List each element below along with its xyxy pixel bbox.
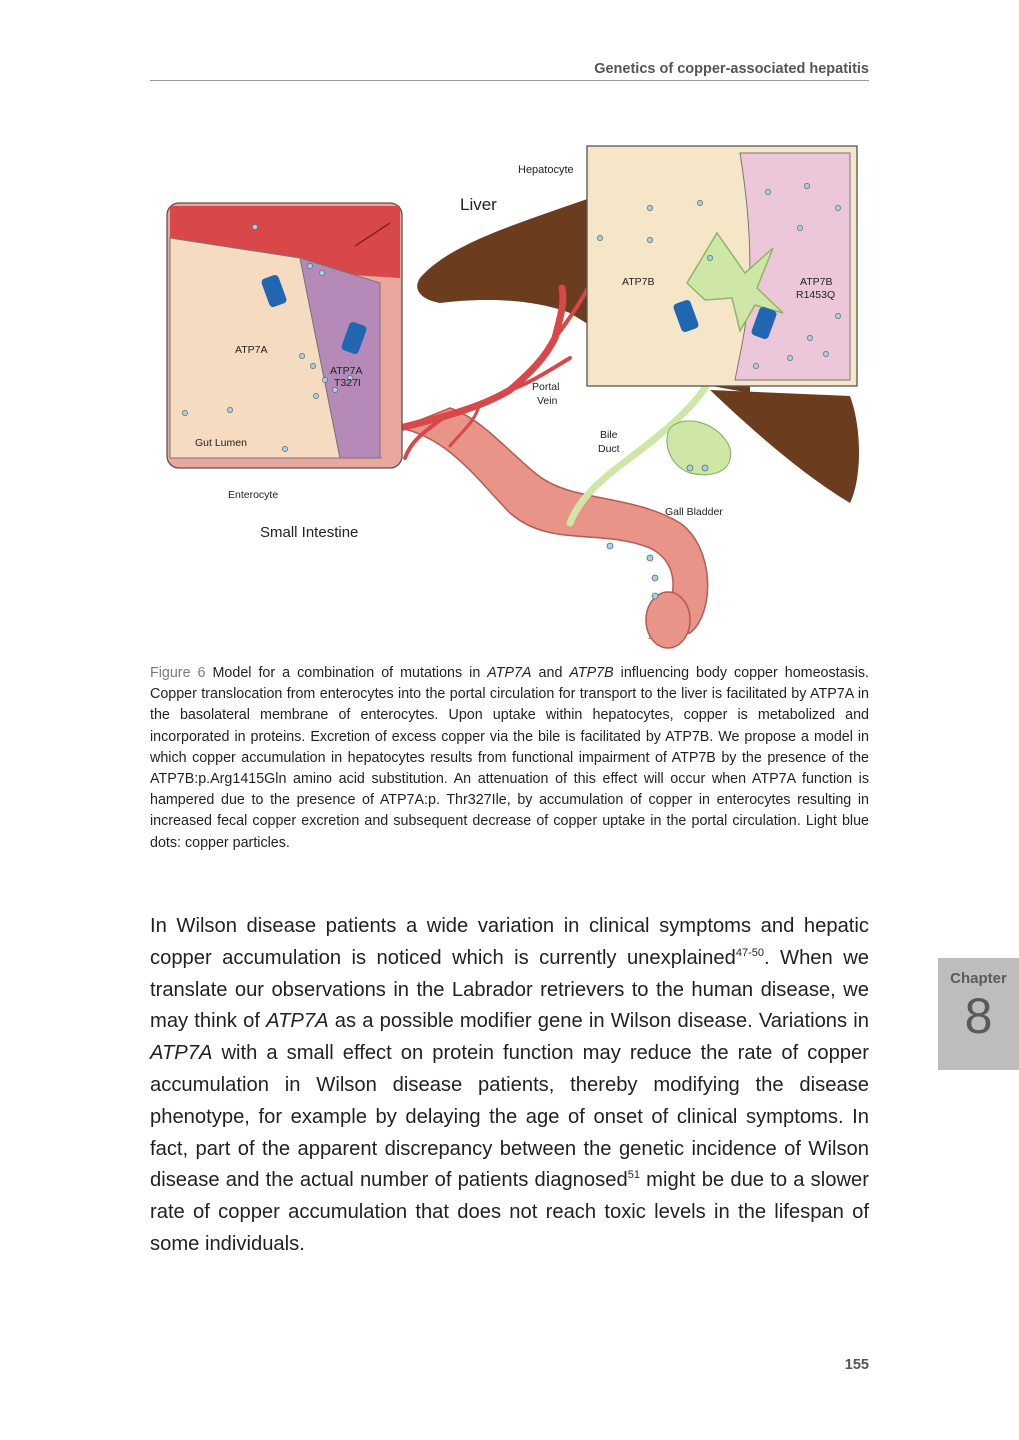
figure-caption: Figure 6 Model for a combination of muta… <box>150 663 869 854</box>
portal-vein-branch <box>448 401 482 448</box>
label-gall-bladder: Gall Bladder <box>665 506 723 518</box>
body-paragraph: In Wilson disease patients a wide variat… <box>150 911 869 1261</box>
body-text-run: with a small effect on protein function … <box>150 1042 869 1192</box>
gene-name: ATP7A <box>266 1010 329 1033</box>
portal-vein <box>396 284 567 432</box>
copper-dot <box>651 574 659 582</box>
liver-lower-lobe <box>710 390 859 503</box>
chapter-tab: Chapter 8 <box>938 958 1019 1070</box>
caption-gene: ATP7A <box>487 665 532 681</box>
portal-vein-branch <box>553 286 590 340</box>
label-hepatocyte: Hepatocyte <box>518 164 574 176</box>
label-portal: Portal <box>532 381 559 393</box>
portal-vein-branch <box>403 411 452 460</box>
label-small-intestine: Small Intestine <box>260 524 358 541</box>
caption-text: and <box>531 665 570 681</box>
body-text-run: as a possible modifier gene in Wilson di… <box>328 1010 869 1033</box>
enterocyte-inset <box>166 202 403 469</box>
caption-gene: ATP7B <box>569 665 614 681</box>
copper-dot <box>701 464 709 472</box>
copper-dot <box>606 542 614 550</box>
copper-dot <box>646 554 654 562</box>
figure-number: Figure 6 <box>150 665 206 681</box>
label-vein: Vein <box>537 395 558 407</box>
label-atp7b-right: ATP7B <box>800 276 832 288</box>
figure-6-illustration: Hepatocyte Liver ATP7B ATP7B R1453Q ATP7… <box>150 128 872 653</box>
body-text-run: might be due to a slower rate of copper … <box>150 1169 869 1255</box>
body-text-run: . When we translate our observations in … <box>150 946 869 1033</box>
portal-vein-branch <box>508 356 572 392</box>
small-intestine-shape <box>397 407 709 640</box>
body-text-run: In Wilson disease patients a wide variat… <box>150 915 869 969</box>
citation: 47-50 <box>735 946 764 959</box>
chapter-number: 8 <box>964 988 993 1044</box>
label-duct: Duct <box>598 443 620 455</box>
bile-duct <box>566 364 719 527</box>
label-t327i: T327I <box>334 377 361 389</box>
label-gut-lumen: Gut Lumen <box>195 437 247 449</box>
citation: 51 <box>627 1169 640 1182</box>
label-bile: Bile <box>600 429 618 441</box>
label-enterocyte: Enterocyte <box>228 489 278 501</box>
caption-text: influencing body copper homeostasis. Cop… <box>150 665 870 851</box>
gall-bladder <box>666 420 732 476</box>
hepatocyte-inset <box>586 145 858 387</box>
intestine-opening <box>645 591 691 649</box>
label-atp7b-left: ATP7B <box>622 276 654 288</box>
copper-dot <box>686 464 694 472</box>
caption-text: Model for a combination of mutations in <box>205 665 488 681</box>
running-header: Genetics of copper-associated hepatitis <box>150 61 869 81</box>
chapter-label: Chapter <box>950 970 1007 987</box>
label-liver: Liver <box>460 195 497 214</box>
label-r1453q: R1453Q <box>796 289 835 301</box>
label-atp7a: ATP7A <box>235 344 267 356</box>
label-atp7a-mutant: ATP7A <box>330 365 362 377</box>
copper-dot <box>651 592 659 600</box>
page-number: 155 <box>844 1357 869 1373</box>
gene-name: ATP7A <box>150 1042 213 1065</box>
